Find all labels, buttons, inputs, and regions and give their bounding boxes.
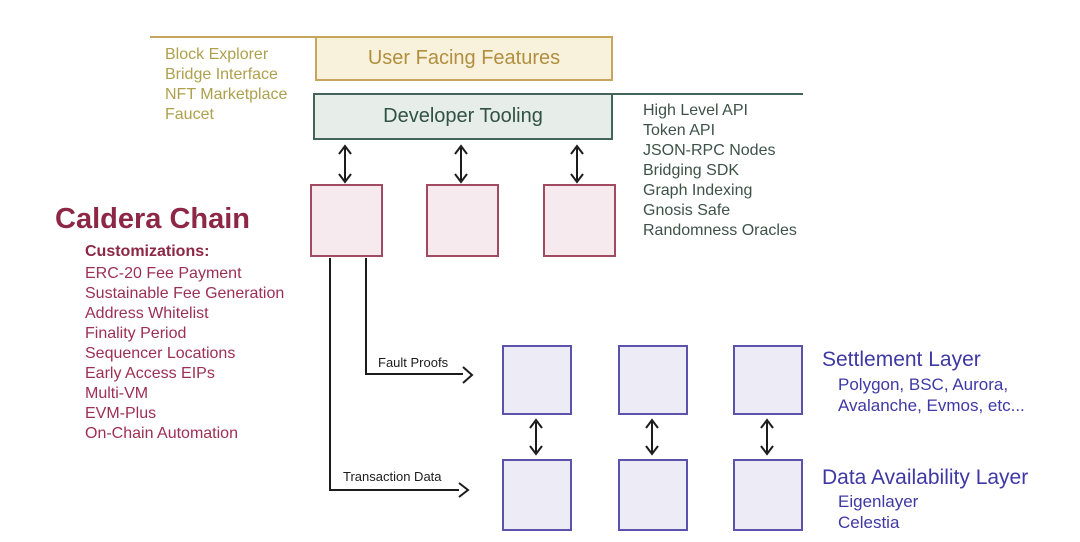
- settlement-layer-title: Settlement Layer: [822, 348, 981, 371]
- list-item: On-Chain Automation: [85, 425, 238, 442]
- data-availability-node-square: [733, 459, 803, 531]
- list-item: Multi-VM: [85, 385, 149, 402]
- developer-tooling-list: High Level API Token API JSON-RPC Nodes …: [643, 101, 797, 241]
- developer-tooling-box: Developer Tooling: [313, 93, 613, 140]
- double-arrow: [645, 418, 659, 456]
- customizations-heading: Customizations:: [85, 243, 210, 260]
- double-arrow: [760, 418, 774, 456]
- list-item: Avalanche, Evmos, etc...: [838, 396, 1025, 415]
- transaction-data-label: Transaction Data: [343, 469, 442, 484]
- developer-tooling-title: Developer Tooling: [383, 105, 543, 127]
- data-availability-layer-list: Eigenlayer Celestia: [838, 491, 918, 533]
- list-item: Celestia: [838, 513, 900, 532]
- list-item: Gnosis Safe: [643, 202, 731, 219]
- data-availability-node-square: [618, 459, 688, 531]
- chain-node-square: [310, 184, 383, 257]
- customizations-list: ERC-20 Fee Payment Sustainable Fee Gener…: [85, 264, 284, 444]
- caldera-chain-title: Caldera Chain: [55, 203, 250, 235]
- list-item: Sustainable Fee Generation: [85, 285, 285, 302]
- chain-node-square: [543, 184, 616, 257]
- chain-node-square: [426, 184, 499, 257]
- list-item: Bridge Interface: [165, 66, 278, 83]
- list-item: JSON-RPC Nodes: [643, 142, 776, 159]
- double-arrow: [529, 418, 543, 456]
- list-item: Early Access EIPs: [85, 365, 215, 382]
- settlement-node-square: [733, 345, 803, 415]
- list-item: Finality Period: [85, 325, 187, 342]
- list-item: High Level API: [643, 102, 748, 119]
- settlement-layer-list: Polygon, BSC, Aurora, Avalanche, Evmos, …: [838, 374, 1025, 416]
- user-facing-features-box: User Facing Features: [315, 36, 613, 81]
- list-item: Faucet: [165, 106, 214, 123]
- list-item: Randomness Oracles: [643, 222, 797, 239]
- settlement-node-square: [502, 345, 572, 415]
- list-item: Graph Indexing: [643, 182, 753, 199]
- list-item: Token API: [643, 122, 716, 139]
- data-availability-node-square: [502, 459, 572, 531]
- list-item: Polygon, BSC, Aurora,: [838, 375, 1009, 394]
- user-facing-feature-list: Block Explorer Bridge Interface NFT Mark…: [165, 45, 287, 125]
- list-item: Eigenlayer: [838, 492, 919, 511]
- list-item: ERC-20 Fee Payment: [85, 265, 242, 282]
- fault-proofs-arrow: [365, 258, 474, 384]
- data-availability-layer-title: Data Availability Layer: [822, 466, 1029, 489]
- transaction-data-arrow: [329, 258, 470, 498]
- list-item: Sequencer Locations: [85, 345, 236, 362]
- list-item: Bridging SDK: [643, 162, 740, 179]
- list-item: Address Whitelist: [85, 305, 209, 322]
- list-item: NFT Marketplace: [165, 86, 288, 103]
- double-arrow: [338, 144, 352, 184]
- fault-proofs-label: Fault Proofs: [378, 355, 449, 370]
- user-facing-features-title: User Facing Features: [367, 47, 561, 69]
- settlement-node-square: [618, 345, 688, 415]
- double-arrow: [454, 144, 468, 184]
- list-item: EVM-Plus: [85, 405, 157, 422]
- list-item: Block Explorer: [165, 46, 269, 63]
- double-arrow: [570, 144, 584, 184]
